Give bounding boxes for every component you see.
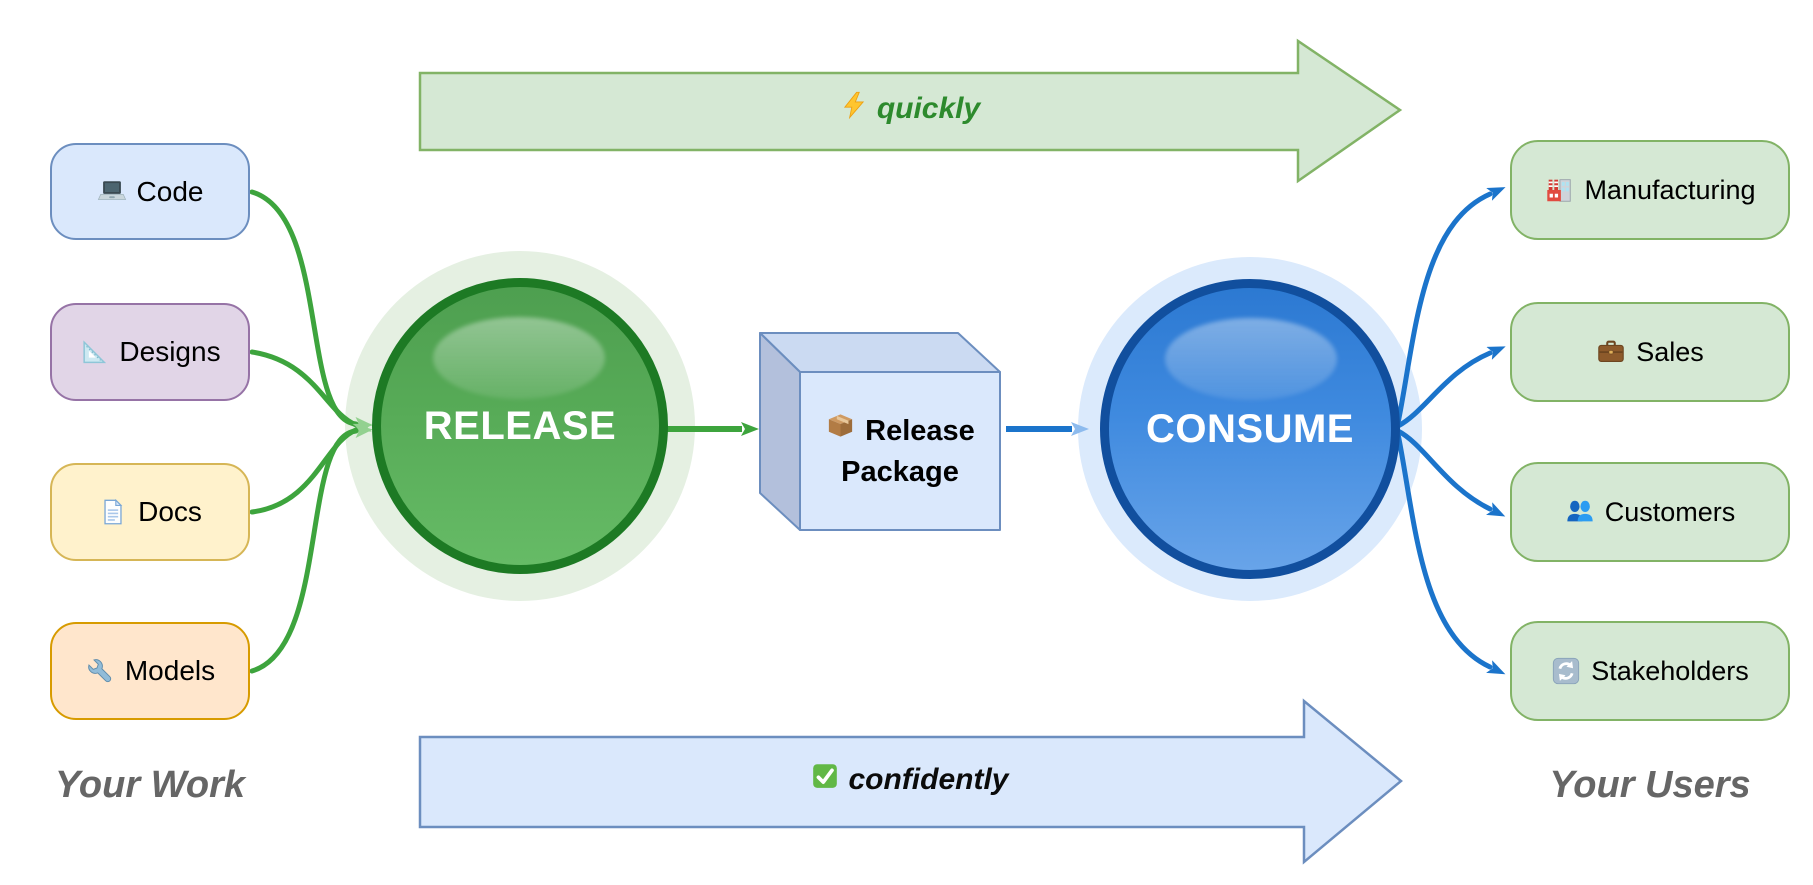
package-label-line1: Release: [865, 414, 975, 447]
confidently-arrow-label: confidently: [660, 762, 1160, 798]
quickly-arrow-shape: [418, 38, 1403, 184]
laptop-icon: [97, 177, 127, 207]
package-label-line2: Package: [841, 455, 959, 488]
connector-models-to-release: [249, 424, 373, 674]
release-package-node: Release Package: [800, 372, 1000, 530]
triangle-ruler-icon: [79, 337, 109, 367]
your-users-caption: Your Users: [1549, 764, 1751, 806]
user-item-stakeholders: Stakeholders: [1510, 621, 1790, 721]
user-item-label: Sales: [1636, 336, 1704, 367]
lightning-icon: [840, 91, 868, 127]
release-node: RELEASE: [372, 278, 668, 574]
user-item-label: Manufacturing: [1584, 174, 1756, 205]
work-item-designs: Designs: [50, 303, 250, 401]
check-icon: [811, 762, 839, 798]
release-gloss: [433, 317, 605, 399]
consume-gloss: [1165, 318, 1337, 400]
people-icon: [1565, 497, 1595, 527]
quickly-arrow-label: quickly: [660, 91, 1160, 127]
user-item-customers: Customers: [1510, 462, 1790, 562]
user-item-label: Customers: [1604, 496, 1736, 527]
connector-consume-to-sales: [1395, 346, 1506, 429]
user-item-sales: Sales: [1510, 302, 1790, 402]
work-item-label: Models: [124, 655, 216, 686]
confidently-arrow-shape: [418, 698, 1403, 865]
work-item-docs: Docs: [50, 463, 250, 561]
package-icon: [825, 410, 856, 452]
your-work-caption: Your Work: [54, 764, 246, 806]
factory-icon: [1544, 175, 1574, 205]
work-item-label: Code: [136, 175, 204, 207]
refresh-icon: [1551, 656, 1581, 686]
wrench-icon: [85, 656, 115, 686]
connector-designs-to-release: [249, 349, 372, 432]
document-icon: [98, 497, 128, 527]
connector-consume-to-manufacturing: [1395, 187, 1506, 426]
connector-code-to-release: [249, 189, 373, 431]
user-item-label: Stakeholders: [1591, 655, 1749, 686]
quickly-text: quickly: [876, 92, 981, 125]
release-label: RELEASE: [423, 403, 617, 448]
consume-node: CONSUME: [1100, 279, 1400, 579]
work-item-label: Designs: [119, 336, 221, 367]
release-package-cube: [759, 332, 1001, 531]
work-item-label: Docs: [138, 496, 202, 527]
connector-consume-to-customers: [1395, 428, 1506, 517]
connector-consume-to-stakeholders: [1395, 431, 1506, 675]
briefcase-icon: [1596, 337, 1626, 367]
user-item-manufacturing: Manufacturing: [1510, 140, 1790, 240]
work-item-models: Models: [50, 622, 250, 720]
consume-label: CONSUME: [1146, 406, 1354, 451]
work-item-code: Code: [50, 143, 250, 240]
confidently-text: confidently: [848, 763, 1009, 796]
